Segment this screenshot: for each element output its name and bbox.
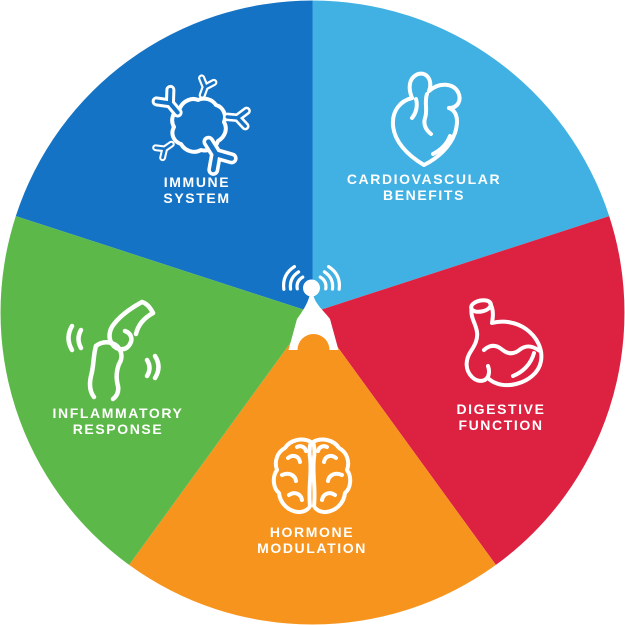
knee-joint-icon xyxy=(66,299,161,402)
antibody xyxy=(152,140,175,162)
vibration-arcs-left xyxy=(66,323,84,353)
anatomical-heart-icon xyxy=(390,71,462,167)
segment-label-inflammatory-response: INFLAMMATORY RESPONSE xyxy=(52,405,184,437)
broadcast-beacon-icon xyxy=(281,264,342,350)
brain-left-hemisphere xyxy=(271,437,313,515)
lower-bone xyxy=(93,340,124,367)
segment-label-hormone-modulation: HORMONE MODULATION xyxy=(257,524,367,556)
antibody xyxy=(202,135,238,176)
brain-icon xyxy=(271,437,353,515)
signal-waves-left-icon xyxy=(281,264,305,291)
segment-inflammatory-response xyxy=(0,216,313,565)
segment-label-immune-system: IMMUNE SYSTEM xyxy=(163,174,231,206)
antibody xyxy=(151,84,183,118)
segment-label-digestive-function: DIGESTIVE FUNCTION xyxy=(456,401,546,433)
segment-digestive-function xyxy=(312,216,625,565)
vibration-arcs-right xyxy=(144,353,161,381)
brain-right-hemisphere xyxy=(311,437,353,515)
antibody xyxy=(198,74,218,99)
segment-cardiovascular-benefits xyxy=(312,0,610,313)
beacon-cone xyxy=(288,294,339,350)
signal-waves-right-icon xyxy=(318,264,342,291)
antibody xyxy=(223,106,251,131)
stomach-icon xyxy=(464,298,544,388)
stomach-fluid-line xyxy=(482,343,541,356)
immune-cell-antibodies-icon xyxy=(151,74,251,176)
segment-label-cardiovascular-benefits: CARDIOVASCULAR BENEFITS xyxy=(346,171,502,203)
beacon-ball xyxy=(303,279,320,297)
